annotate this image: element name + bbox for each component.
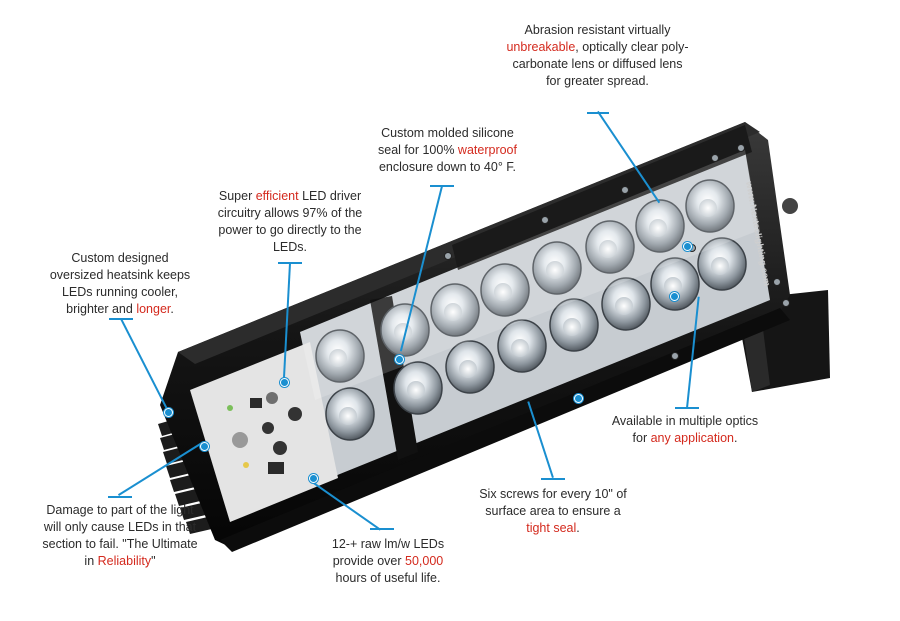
annotation-damage: Damage to part of the light will only ca…	[42, 503, 198, 568]
callout-dot-screws	[574, 394, 583, 403]
annotation-driver: Super efficient LED driver circuitry all…	[217, 189, 363, 254]
annotation-leds: 12-+ raw lm/w LEDs provide over 50,000 h…	[331, 537, 445, 585]
callout-dot-leds	[309, 474, 318, 483]
annotation-screws: Six screws for every 10" of surface area…	[479, 487, 627, 535]
callout-line-damage-h	[108, 496, 132, 498]
callout-dot-seal	[395, 355, 404, 364]
led-array	[315, 179, 747, 441]
callout-dot-lens	[683, 242, 692, 251]
screws	[444, 144, 790, 402]
callout-line-leds-h	[370, 528, 394, 530]
bottom-rail	[220, 308, 790, 552]
annotation-heatsink: Custom designed oversized heatsink keeps…	[49, 251, 191, 316]
annotation-optics: Available in multiple optics for any app…	[611, 414, 759, 445]
annotation-lens: Abrasion resistant virtually unbreakable…	[506, 23, 689, 88]
callout-dot-damage	[200, 442, 209, 451]
callout-dot-heatsink	[164, 408, 173, 417]
bracket-bolt	[782, 198, 798, 214]
annotation-seal: Custom molded silicone seal for 100% wat…	[378, 126, 517, 174]
callout-dot-optics	[670, 292, 679, 301]
callout-line-screws-h	[541, 478, 565, 480]
callout-dot-driver	[280, 378, 289, 387]
